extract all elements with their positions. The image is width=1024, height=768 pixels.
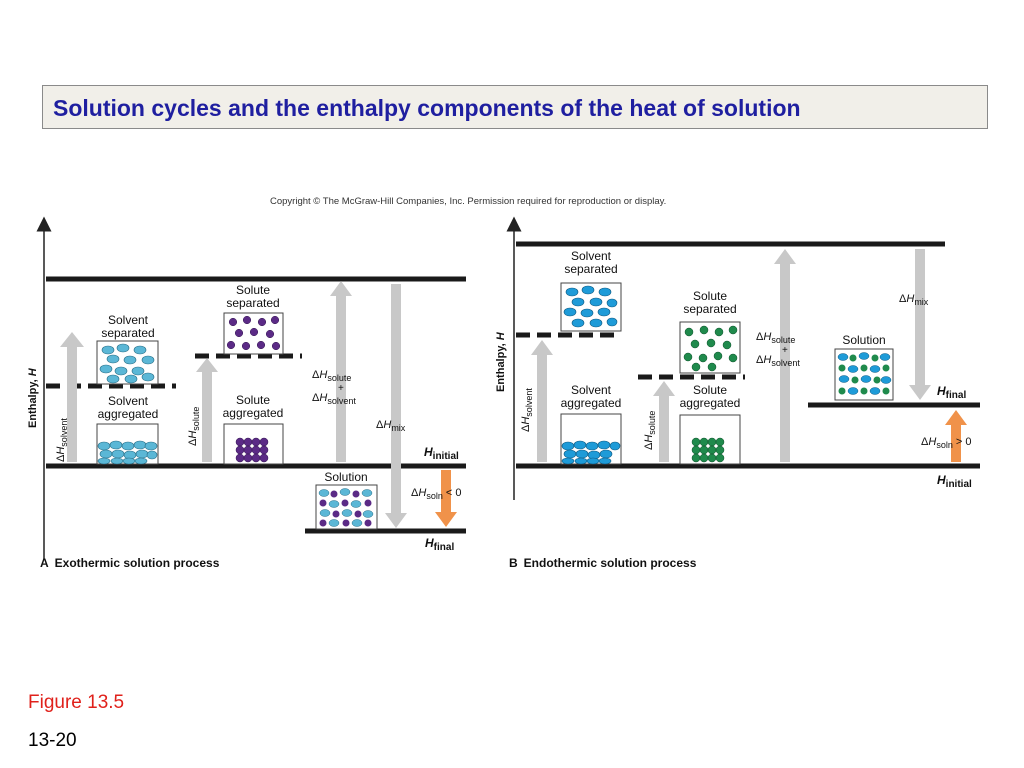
panel-a-solvent-separated-particles bbox=[99, 343, 155, 384]
panel-b-h-initial-label: Hinitial bbox=[937, 473, 972, 490]
panel-a-dh-soln-arrow bbox=[435, 470, 457, 527]
panel-a-dh-solute-arrow bbox=[196, 358, 218, 462]
panel-a-h-initial-label: Hinitial bbox=[424, 445, 459, 462]
panel-a-solvent-aggregated-particles bbox=[97, 440, 158, 465]
panel-b-axis-label: Enthalpy, H bbox=[495, 331, 507, 392]
panel-a-axis-label: Enthalpy, H bbox=[27, 367, 39, 428]
panel-b-dh-solute-arrow bbox=[653, 381, 675, 462]
panel-a-exothermic: Enthalpy, H bbox=[27, 216, 466, 570]
copyright-notice: Copyright © The McGraw-Hill Companies, I… bbox=[270, 196, 667, 207]
panel-b-solvent-aggregated-particles bbox=[561, 440, 621, 465]
panel-a-dh-soln-label: ΔHsoln < 0 bbox=[411, 487, 461, 501]
panel-a-solution-particles bbox=[318, 488, 374, 527]
panel-a-dh-sum-arrow bbox=[330, 281, 352, 462]
panel-a-dh-mix-arrow bbox=[385, 284, 407, 528]
panel-b-dh-solvent-arrow bbox=[531, 340, 553, 462]
figure-label: Figure 13.5 bbox=[28, 692, 125, 713]
panel-a-solution-label: Solution bbox=[324, 470, 367, 484]
panel-b-solute-aggregated-particles bbox=[691, 437, 725, 463]
panel-a-solute-separated-particles bbox=[226, 315, 281, 351]
panel-b-dh-soln-arrow bbox=[945, 410, 967, 462]
panel-b-endothermic: Enthalpy, H bbox=[495, 216, 980, 570]
panel-a-h-final-label: Hfinal bbox=[425, 536, 454, 553]
page-number: 13-20 bbox=[28, 730, 77, 751]
panel-a-dh-sum-label: ΔHsolute + ΔHsolvent bbox=[312, 369, 356, 406]
panel-a-dh-solvent-arrow bbox=[60, 332, 84, 462]
panel-b-solvent-separated-particles bbox=[563, 285, 618, 328]
panel-b-dh-sum-label: ΔHsolute + ΔHsolvent bbox=[756, 331, 800, 368]
panel-b-dh-mix-label: ΔHmix bbox=[899, 293, 929, 307]
slide-title: Solution cycles and the enthalpy compone… bbox=[42, 85, 988, 129]
panel-a-dh-solvent-label: ΔHsolvent bbox=[55, 418, 69, 462]
panel-b-dh-sum-arrow bbox=[774, 249, 796, 462]
panel-b-dh-soln-label: ΔHsoln > 0 bbox=[921, 436, 971, 450]
panel-b-solution-particles bbox=[837, 352, 892, 395]
panel-a-solute-aggregated-particles bbox=[235, 437, 269, 463]
panel-a-dh-mix-label: ΔHmix bbox=[376, 419, 406, 433]
panel-b-solute-separated-particles bbox=[683, 325, 738, 372]
panel-b-dh-solvent-label: ΔHsolvent bbox=[520, 388, 534, 432]
panel-b-dh-mix-arrow bbox=[909, 249, 931, 400]
panel-b-h-final-label: Hfinal bbox=[937, 384, 966, 401]
panel-b-dh-solute-label: ΔHsolute bbox=[643, 411, 657, 450]
panel-b-solution-label: Solution bbox=[842, 333, 885, 347]
panel-a-dh-solute-label: ΔHsolute bbox=[187, 407, 201, 446]
